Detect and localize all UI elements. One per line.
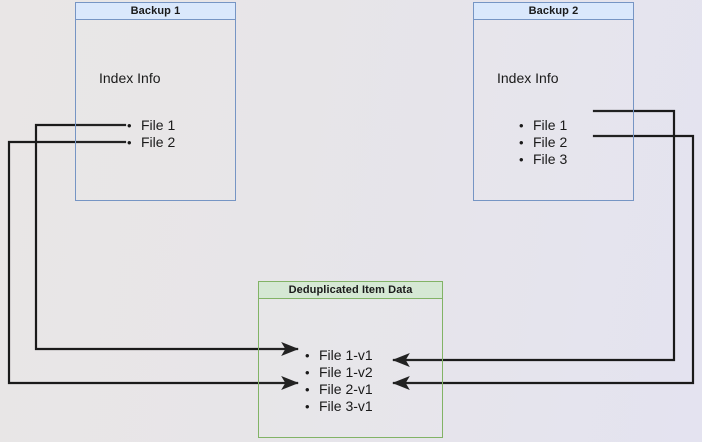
list-item: File 2-v1 — [305, 381, 373, 398]
file-list-backup-1: File 1 File 2 — [127, 117, 175, 151]
list-item: File 2 — [127, 134, 175, 151]
list-item: File 2 — [519, 134, 567, 151]
list-item: File 1-v2 — [305, 364, 373, 381]
list-item: File 1 — [127, 117, 175, 134]
node-backup-2[interactable]: Backup 2 Index Info File 1 File 2 File 3 — [473, 2, 634, 201]
list-item: File 1-v1 — [305, 347, 373, 364]
node-backup-1-body: Index Info File 1 File 2 — [75, 20, 236, 201]
list-item: File 3 — [519, 151, 567, 168]
list-item: File 1 — [519, 117, 567, 134]
node-backup-2-header: Backup 2 — [473, 2, 634, 20]
index-info-label-backup-2: Index Info — [497, 70, 559, 86]
node-deduplicated-item-data[interactable]: Deduplicated Item Data File 1-v1 File 1-… — [258, 281, 443, 438]
node-deduplicated-item-data-header: Deduplicated Item Data — [258, 281, 443, 299]
index-info-label-backup-1: Index Info — [99, 70, 161, 86]
node-backup-1-header: Backup 1 — [75, 2, 236, 20]
list-item: File 3-v1 — [305, 398, 373, 415]
node-backup-2-body: Index Info File 1 File 2 File 3 — [473, 20, 634, 201]
file-list-deduplicated: File 1-v1 File 1-v2 File 2-v1 File 3-v1 — [305, 347, 373, 415]
node-deduplicated-item-data-body: File 1-v1 File 1-v2 File 2-v1 File 3-v1 — [258, 299, 443, 438]
file-list-backup-2: File 1 File 2 File 3 — [519, 117, 567, 168]
node-backup-1[interactable]: Backup 1 Index Info File 1 File 2 — [75, 2, 236, 201]
